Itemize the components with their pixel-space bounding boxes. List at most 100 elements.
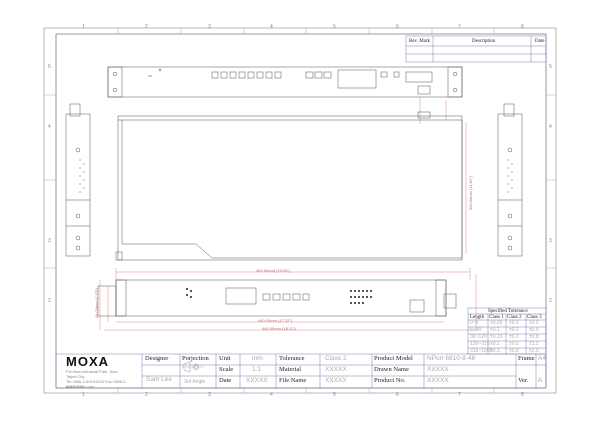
rev-description-header: Description [472, 39, 496, 44]
grid-col-label: 5 [333, 392, 336, 398]
dim-label-side-depth: 300.00mm (11.81") [468, 176, 473, 210]
grid-col-label: 2 [145, 24, 148, 30]
company-contact: Tel:+886-2-89191230 Fax:+886-2-89191231 [66, 379, 127, 389]
projection-value: 3rd Angle [184, 379, 206, 385]
tolerance-cell: ±0.2 [529, 320, 539, 326]
company-logo: MOXA [66, 354, 109, 369]
projection-symbol [182, 361, 204, 373]
title-block-lines [55, 353, 547, 389]
tolerance-cell: ±0.15 [490, 334, 503, 340]
tolerance-value: Class 2 [325, 355, 347, 362]
frame-label: Frame [518, 355, 535, 362]
side-view-right [497, 103, 523, 257]
drawn-name-value: XXXXX [427, 366, 449, 373]
tolerance-header-class1: Class 1 [489, 315, 504, 320]
grid-col-label: 2 [145, 392, 148, 398]
designer-value: Sam Lee [146, 376, 173, 383]
tolerance-cell: 0~6 [470, 320, 479, 326]
tolerance-cell: ±0.05 [490, 320, 503, 326]
grid-row-label: 2 [549, 298, 552, 304]
grid-row-label: 3 [48, 238, 51, 244]
grid-col-label: 3 [208, 24, 211, 30]
ver-value: A [538, 377, 543, 384]
tolerance-header-length: Length [470, 315, 485, 320]
tolerance-cell: ±0.1 [490, 327, 500, 333]
date-label: Date [219, 377, 232, 384]
tolerance-cell: 315~1000 [470, 348, 493, 354]
tolerance-cell: ±0.5 [529, 327, 539, 333]
dim-label-height: 44.00mm (1.73") [94, 288, 99, 318]
grid-col-label: 4 [270, 392, 273, 398]
grid-col-label: 7 [458, 392, 461, 398]
ver-label: Ver. [518, 377, 529, 384]
grid-row-label: 5 [48, 64, 51, 70]
grid-ticks [44, 28, 556, 393]
file-name-value: XXXXX [325, 377, 347, 384]
product-no-label: Product No. [374, 377, 406, 384]
tolerance-cell: ±0.2 [509, 327, 519, 333]
scale-label: Scale [219, 366, 234, 373]
grid-row-label: 2 [48, 298, 51, 304]
drawn-name-label: Drawn Name [374, 366, 409, 373]
tolerance-cell: ±0.3 [490, 348, 500, 354]
top-view [115, 111, 463, 261]
grid-col-label: 8 [521, 24, 524, 30]
dimension-lines [99, 97, 477, 331]
grid-row-label: 4 [48, 124, 51, 130]
grid-row-label: 4 [549, 124, 552, 130]
tolerance-cell: ±0.8 [509, 348, 519, 354]
tolerance-label: Tolerance [279, 355, 305, 362]
date-value: XXXXX [246, 377, 268, 384]
tolerance-cell: ±0.5 [509, 341, 519, 347]
rear-panel-view [97, 279, 457, 317]
tolerance-cell: ±0.3 [509, 334, 519, 340]
material-value: XXXXX [325, 366, 347, 373]
scale-value: 1:1 [252, 366, 262, 373]
file-name-label: File Name [279, 377, 307, 384]
grid-col-label: 5 [333, 24, 336, 30]
tolerance-cell: ±0.8 [529, 334, 539, 340]
grid-col-label: 1 [82, 24, 85, 30]
tolerance-cell: ±0.2 [490, 341, 500, 347]
tolerance-title: Specified Tolerance [488, 309, 528, 314]
rev-mark-header: Rev. Mark [409, 39, 431, 44]
unit-value: mm [252, 355, 263, 362]
front-panel-view [107, 66, 463, 98]
grid-col-label: 6 [396, 24, 399, 30]
tolerance-cell: 6~30 [470, 327, 482, 333]
grid-col-label: 6 [396, 392, 399, 398]
tolerance-header-class3: Class 3 [527, 315, 542, 320]
grid-row-label: 3 [549, 238, 552, 244]
tolerance-cell: 120~315 [470, 341, 490, 347]
outer-frame [43, 27, 557, 394]
material-label: Material [279, 366, 302, 373]
side-view-left [65, 103, 91, 257]
tolerance-header-class2: Class 2 [507, 315, 522, 320]
company-website: www.moxa.com [66, 384, 95, 389]
projection-label: Porjection [182, 355, 209, 362]
product-model-label: Product Model [374, 355, 413, 362]
grid-col-label: 4 [270, 24, 273, 30]
dim-label-top-width: 440.00mm (18.11") [262, 326, 296, 331]
grid-row-label: 5 [549, 64, 552, 70]
tolerance-cell: ±0.1 [509, 320, 519, 326]
revision-table [405, 35, 547, 63]
product-no-value: XXXXX [427, 377, 449, 384]
tolerance-cell: ±1.2 [529, 341, 539, 347]
designer-label: Designer [145, 355, 169, 362]
frame-value: A4 [538, 355, 546, 362]
tolerance-cell: 30~120 [470, 334, 487, 340]
grid-col-label: 3 [208, 392, 211, 398]
dim-label-rack-width: 482.60mm (19.00") [256, 268, 291, 273]
dim-label-front-width: 440.00mm (17.32") [258, 318, 293, 323]
product-model-value: NPort 6610-8-48 [427, 355, 476, 362]
rev-date-header: Date [535, 39, 545, 44]
company-address: Fei Hwa Industrial Park, New Taipei City [66, 369, 118, 379]
grid-col-label: 1 [82, 392, 85, 398]
grid-col-label: 7 [458, 24, 461, 30]
tolerance-table-lines [467, 307, 547, 355]
tolerance-cell: ±2.0 [529, 348, 539, 354]
grid-col-label: 8 [521, 392, 524, 398]
